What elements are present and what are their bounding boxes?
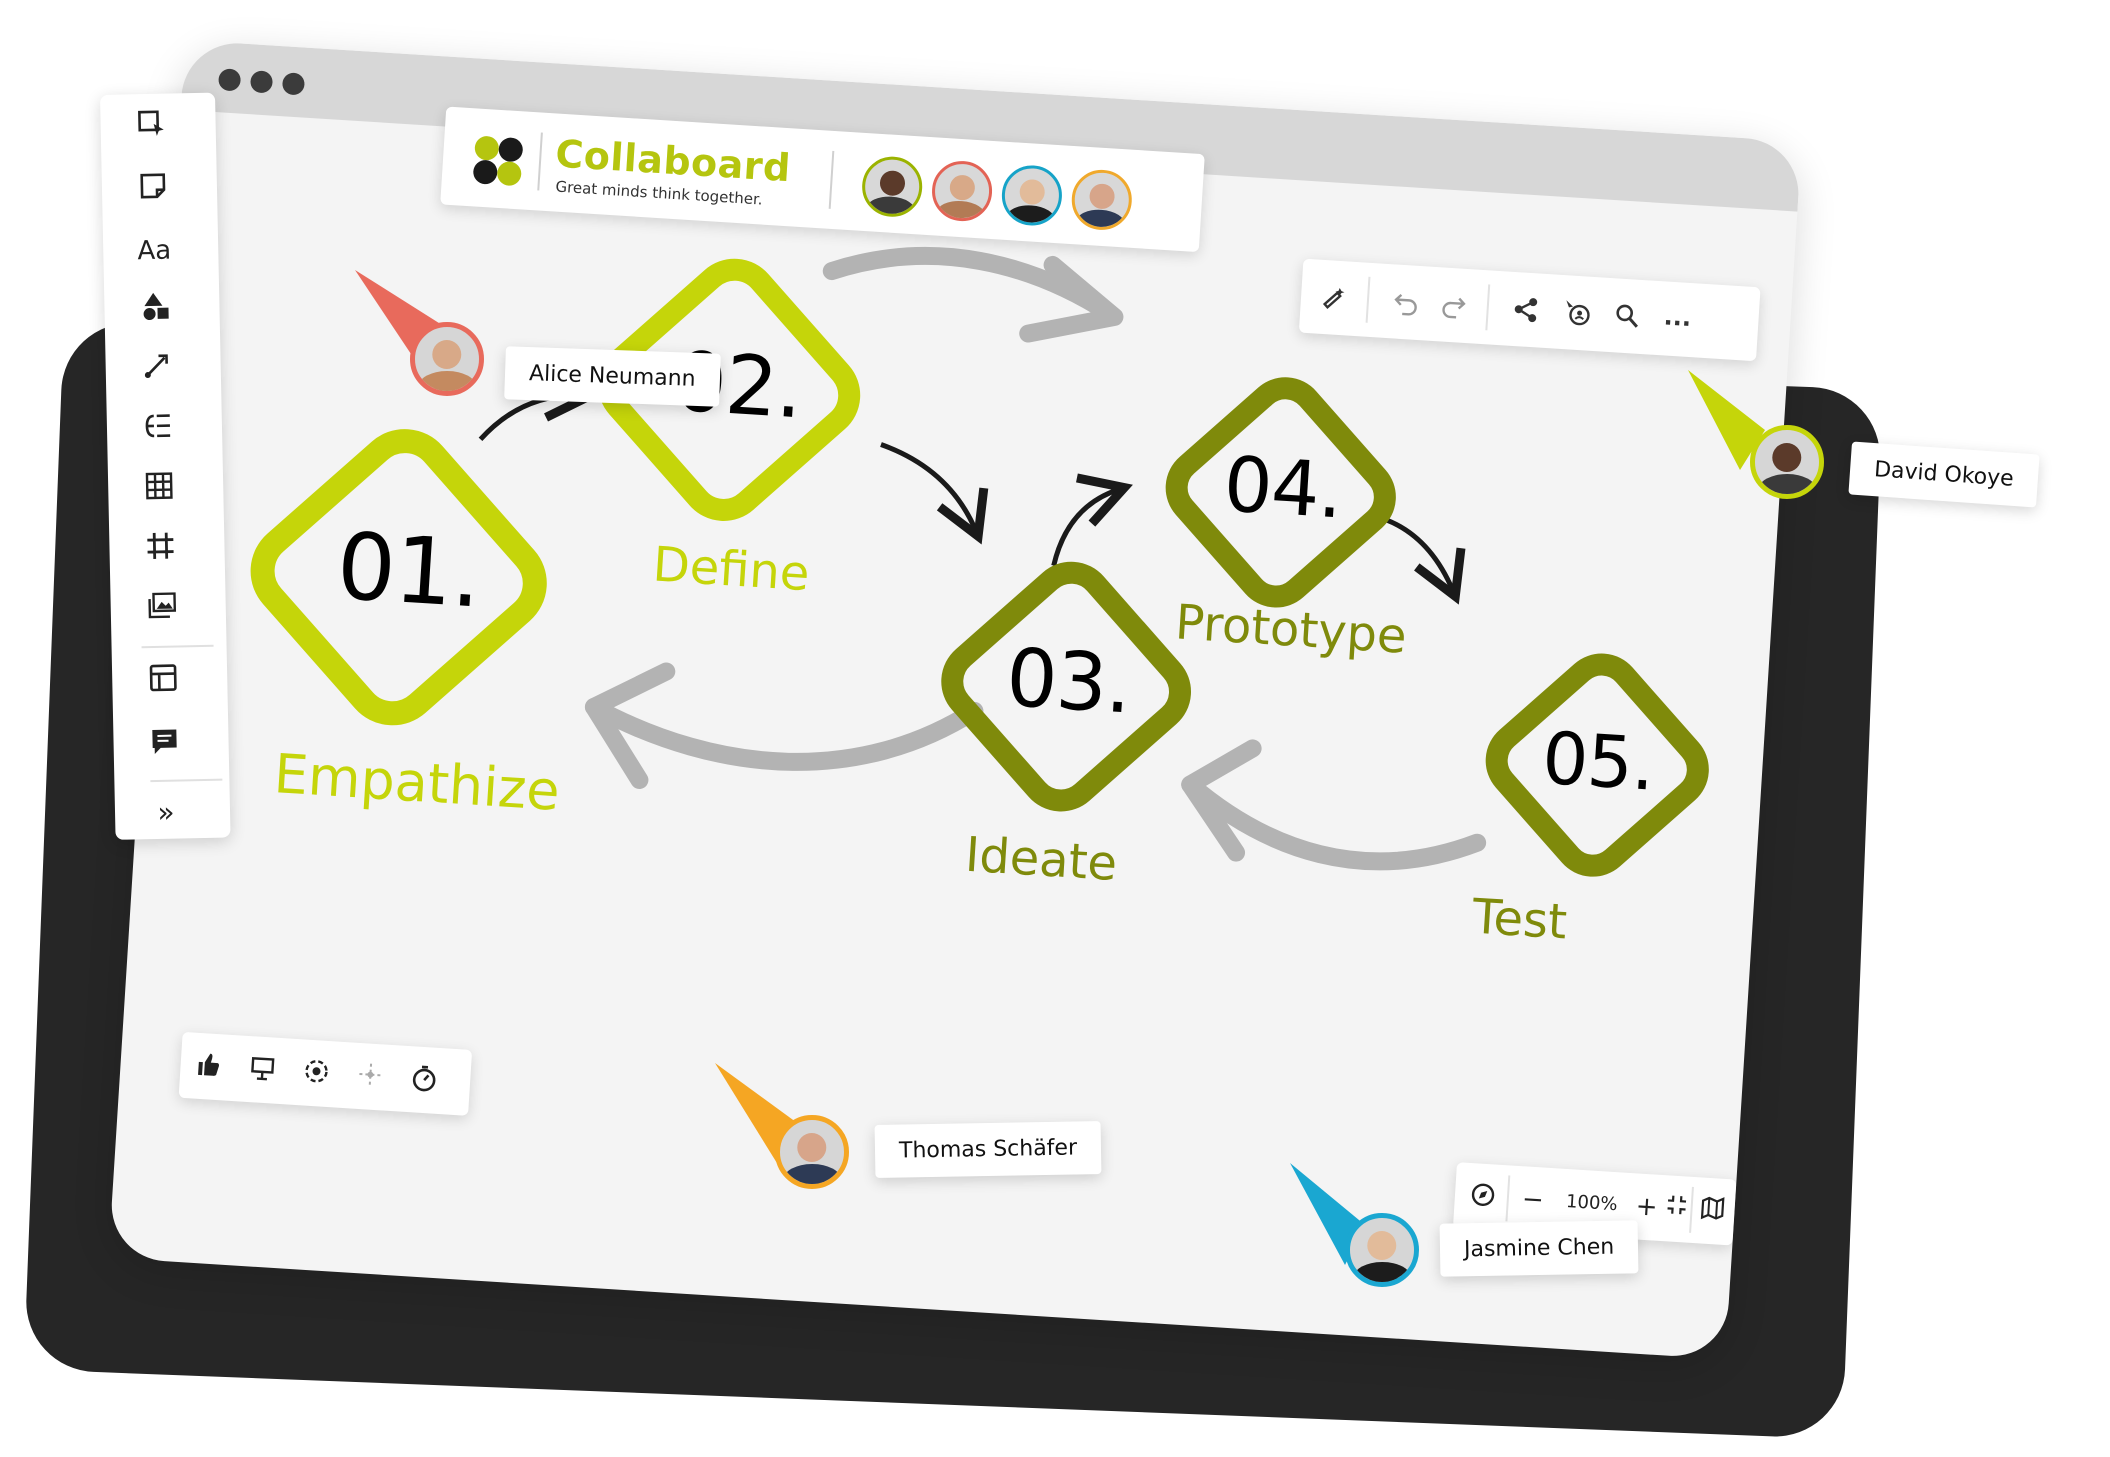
focus-icon[interactable]: [299, 1056, 333, 1090]
phase-label-prototype: Prototype: [1173, 594, 1409, 665]
undo-icon[interactable]: [1390, 286, 1422, 318]
comment-icon[interactable]: [143, 725, 186, 768]
share-icon[interactable]: [1510, 294, 1542, 326]
select-icon[interactable]: [130, 107, 173, 150]
grey-arrow-bottom-right: [1181, 739, 1487, 871]
compass-icon[interactable]: [1466, 1180, 1500, 1214]
toolbar-divider: [1505, 1175, 1511, 1222]
mindmap-icon[interactable]: [137, 409, 180, 452]
cursor-avatar-thomas[interactable]: [775, 1115, 849, 1189]
text-icon[interactable]: Aa: [137, 235, 172, 267]
phase-label-define: Define: [651, 536, 812, 603]
step-number-01: 01.: [333, 512, 484, 629]
move-icon[interactable]: [353, 1060, 387, 1094]
media-icon[interactable]: [140, 589, 183, 632]
cursor-avatar-david[interactable]: [1750, 425, 1824, 499]
zoom-out-button[interactable]: −: [1521, 1184, 1545, 1216]
arrow-02-to-03: [880, 442, 989, 545]
grey-arrow-bottom-left: [584, 662, 984, 789]
fit-to-screen-icon[interactable]: [1660, 1192, 1694, 1226]
app-window: Collaboard Great minds think together.: [108, 40, 1802, 1360]
process-canvas: [247, 247, 1710, 878]
minimap-icon[interactable]: [1695, 1194, 1729, 1228]
cursor-avatar-alice[interactable]: [410, 322, 484, 396]
grey-arrow-top: [822, 247, 1124, 343]
template-icon[interactable]: [142, 661, 185, 704]
arrow-03-to-04: [1051, 473, 1133, 567]
toolbar-divider: [150, 778, 223, 783]
collaboard-logo-icon: [473, 136, 523, 186]
diamond-03[interactable]: [939, 560, 1193, 814]
connector-icon[interactable]: [135, 349, 178, 392]
redo-icon[interactable]: [1438, 289, 1470, 321]
step-number-03: 03.: [1003, 630, 1134, 732]
expand-icon[interactable]: »: [157, 795, 175, 829]
bottom-left-toolbar: [178, 1031, 473, 1116]
magic-pen-icon[interactable]: [1318, 282, 1350, 314]
toolbar-divider: [141, 644, 214, 649]
left-toolbar: Aa »: [100, 92, 231, 840]
presentation-icon[interactable]: [246, 1053, 280, 1087]
top-toolbar: ...: [1298, 258, 1761, 362]
zoom-level[interactable]: 100%: [1565, 1191, 1619, 1216]
header-panel: Collaboard Great minds think together.: [440, 106, 1205, 253]
table-icon[interactable]: [138, 469, 181, 512]
shapes-icon[interactable]: [134, 289, 177, 332]
bottom-right-toolbar: − 100% +: [1452, 1162, 1737, 1246]
cursor-label-jasmine: Jasmine Chen: [1439, 1220, 1639, 1277]
cursor-avatar-jasmine[interactable]: [1345, 1213, 1419, 1287]
timer-icon[interactable]: [407, 1063, 441, 1097]
sticky-note-icon[interactable]: [132, 169, 175, 212]
cursor-label-thomas: Thomas Schäfer: [874, 1121, 1102, 1178]
step-number-05: 05.: [1539, 715, 1657, 807]
diamond-05[interactable]: [1484, 652, 1710, 878]
cursor-label-alice: Alice Neumann: [504, 346, 721, 407]
diamond-04[interactable]: [1164, 376, 1397, 609]
follow-user-icon[interactable]: [1562, 297, 1594, 329]
diamond-01[interactable]: [247, 425, 550, 728]
phase-label-ideate: Ideate: [963, 826, 1119, 893]
phase-label-test: Test: [1470, 888, 1569, 951]
search-icon[interactable]: [1612, 300, 1644, 332]
vote-icon[interactable]: [192, 1050, 226, 1084]
zoom-in-button[interactable]: +: [1634, 1191, 1659, 1223]
diamond-02[interactable]: [595, 256, 863, 524]
frame-icon[interactable]: [139, 529, 182, 572]
step-number-04: 04.: [1221, 439, 1345, 536]
